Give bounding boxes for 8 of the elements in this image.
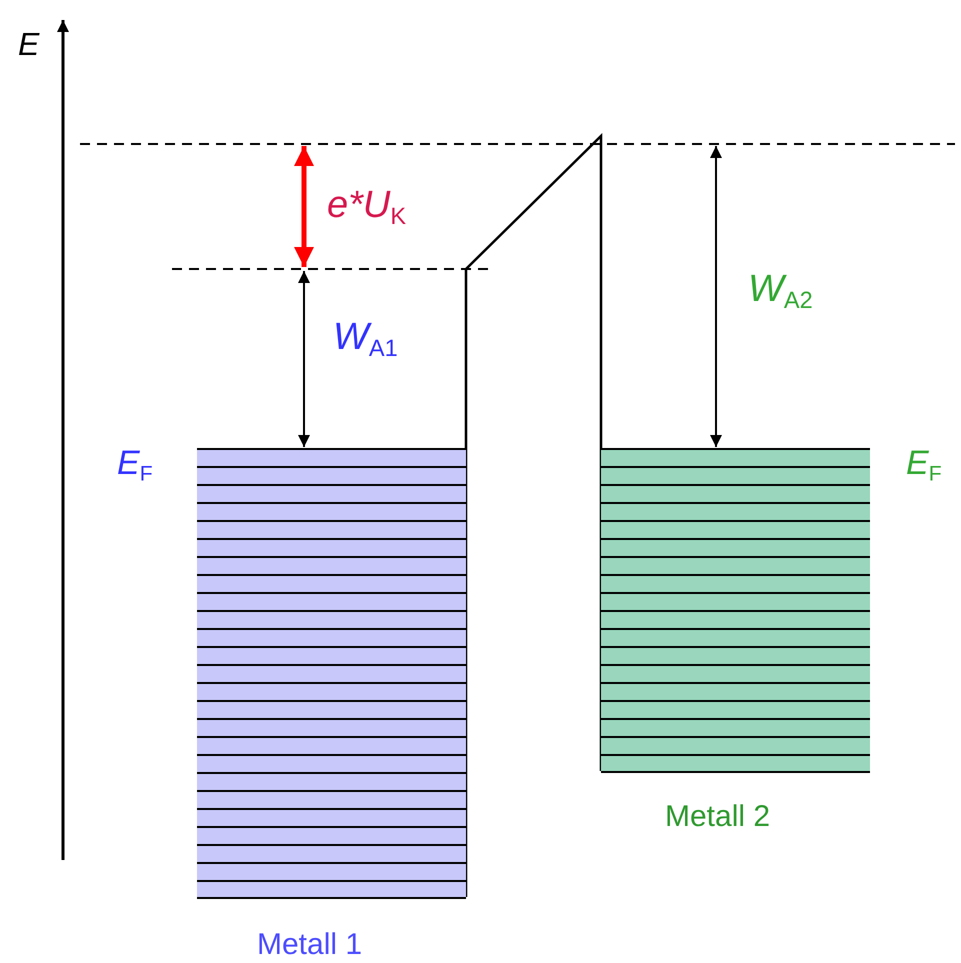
axis-label: E: [18, 28, 40, 60]
metal-label: Metall 1: [257, 930, 362, 960]
fermi-level-label: E$_{F}$: [906, 446, 942, 484]
work-function-label: W$_{A1}$: [333, 318, 398, 361]
fermi-level-label: E$_{F}$: [117, 446, 153, 484]
work-function-label: W$_{A2}$: [748, 270, 813, 313]
contact-potential-label: e*U$_{K}$: [327, 186, 406, 229]
metal-label: Metall 2: [665, 802, 770, 832]
